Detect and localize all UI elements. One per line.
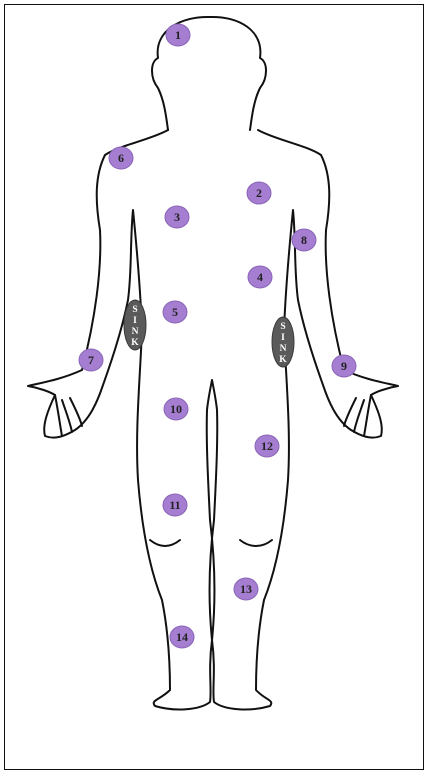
marker-label: 5 xyxy=(172,305,178,319)
marker-label: 1 xyxy=(175,28,181,42)
marker-label: 7 xyxy=(88,353,94,367)
site-marker-10: 10 xyxy=(164,398,188,420)
site-marker-1: 1 xyxy=(166,24,190,46)
marker-label: 4 xyxy=(257,270,263,284)
site-marker-12: 12 xyxy=(255,435,279,457)
sink-letter: K xyxy=(279,355,287,365)
site-marker-3: 3 xyxy=(165,206,189,228)
body-silhouette xyxy=(28,130,398,709)
right-hand-fingers xyxy=(344,395,371,436)
marker-label: 14 xyxy=(176,630,188,644)
sink-letter: N xyxy=(280,344,287,354)
left-hand-fingers xyxy=(55,395,82,436)
sink-letter: N xyxy=(132,327,139,337)
sink-letter: S xyxy=(132,305,137,315)
marker-label: 9 xyxy=(341,359,347,373)
site-marker-6: 6 xyxy=(109,147,133,169)
marker-label: 8 xyxy=(301,233,307,247)
marker-label: 6 xyxy=(118,151,124,165)
marker-label: 3 xyxy=(174,210,180,224)
marker-label: 13 xyxy=(240,582,252,596)
site-marker-13: 13 xyxy=(234,578,258,600)
site-marker-4: 4 xyxy=(248,266,272,288)
site-marker-5: 5 xyxy=(163,301,187,323)
marker-label: 12 xyxy=(261,439,273,453)
sink-letter: K xyxy=(131,338,139,348)
left-knee-line xyxy=(150,540,180,546)
site-marker-11: 11 xyxy=(163,494,187,516)
site-marker-2: 2 xyxy=(247,182,271,204)
sink-letter: I xyxy=(133,316,137,326)
marker-label: 11 xyxy=(169,498,180,512)
site-marker-8: 8 xyxy=(292,229,316,251)
marker-label: 10 xyxy=(170,402,182,416)
sink-letter: I xyxy=(281,333,285,343)
site-marker-9: 9 xyxy=(332,355,356,377)
sink-letter: S xyxy=(280,322,285,332)
marker-label: 2 xyxy=(256,186,262,200)
right-knee-line xyxy=(240,540,272,546)
site-marker-14: 14 xyxy=(170,626,194,648)
site-marker-7: 7 xyxy=(79,349,103,371)
